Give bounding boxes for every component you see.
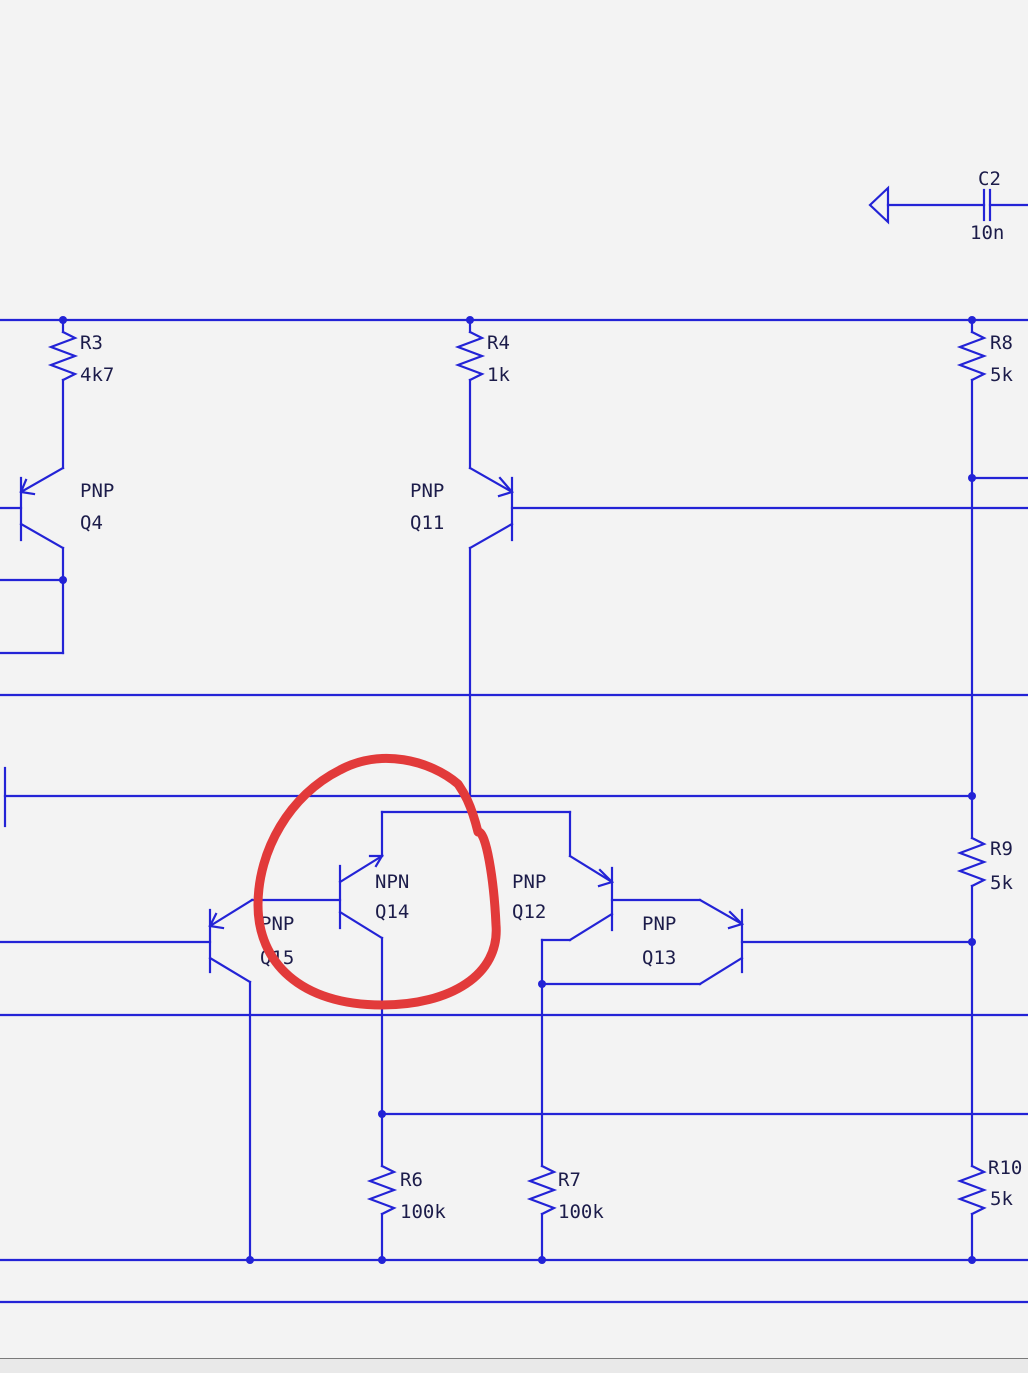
r7-ref: R7 bbox=[558, 1169, 581, 1191]
q15-type: PNP bbox=[260, 913, 294, 935]
r9-ref: R9 bbox=[990, 838, 1013, 860]
r4-value: 1k bbox=[487, 364, 510, 386]
r3-ref: R3 bbox=[80, 332, 103, 354]
r8-value: 5k bbox=[990, 364, 1013, 386]
resistor-r9: R9 5k bbox=[956, 836, 1013, 1168]
q12-type: PNP bbox=[512, 871, 546, 893]
transistor-q12: PNP Q12 bbox=[512, 810, 702, 1168]
q14-type: NPN bbox=[375, 871, 409, 893]
r6-ref: R6 bbox=[400, 1169, 423, 1191]
resistor-r8: R8 5k bbox=[956, 316, 1028, 840]
r6-value: 100k bbox=[400, 1201, 446, 1223]
r10-value: 5k bbox=[990, 1188, 1013, 1210]
r3-value: 4k7 bbox=[80, 364, 114, 386]
c2-value: 10n bbox=[970, 222, 1004, 244]
transistor-q14: NPN Q14 bbox=[338, 810, 572, 1168]
transistor-q13: PNP Q13 bbox=[540, 898, 974, 986]
q12-ref: Q12 bbox=[512, 901, 546, 923]
q14-ref: Q14 bbox=[375, 901, 409, 923]
q11-type: PNP bbox=[410, 480, 444, 502]
q13-ref: Q13 bbox=[642, 947, 676, 969]
bottom-strip bbox=[0, 1358, 1028, 1373]
port-triangle-icon bbox=[868, 185, 890, 225]
rails bbox=[0, 318, 1028, 1304]
r4-ref: R4 bbox=[487, 332, 510, 354]
resistor-r7: R7 100k bbox=[526, 1164, 604, 1264]
resistor-r10: R10 5k bbox=[956, 1157, 1022, 1264]
transistor-q15: PNP Q15 bbox=[0, 898, 342, 1264]
q13-type: PNP bbox=[642, 913, 676, 935]
r9-value: 5k bbox=[990, 872, 1013, 894]
q4-ref: Q4 bbox=[80, 512, 103, 534]
resistor-r6: R6 100k bbox=[366, 1164, 446, 1264]
r7-value: 100k bbox=[558, 1201, 604, 1223]
transistor-q11: PNP Q11 bbox=[410, 466, 1028, 798]
red-annotation-circle bbox=[253, 754, 501, 1010]
q11-ref: Q11 bbox=[410, 512, 444, 534]
r10-ref: R10 bbox=[988, 1157, 1022, 1179]
c2-ref: C2 bbox=[978, 168, 1001, 190]
transistor-q4: PNP Q4 bbox=[0, 466, 114, 655]
resistor-r3: R3 4k7 bbox=[47, 316, 114, 470]
capacitor-c2: C2 10n bbox=[868, 168, 1028, 244]
q4-type: PNP bbox=[80, 480, 114, 502]
resistor-r4: R4 1k bbox=[454, 316, 510, 470]
r8-ref: R8 bbox=[990, 332, 1013, 354]
